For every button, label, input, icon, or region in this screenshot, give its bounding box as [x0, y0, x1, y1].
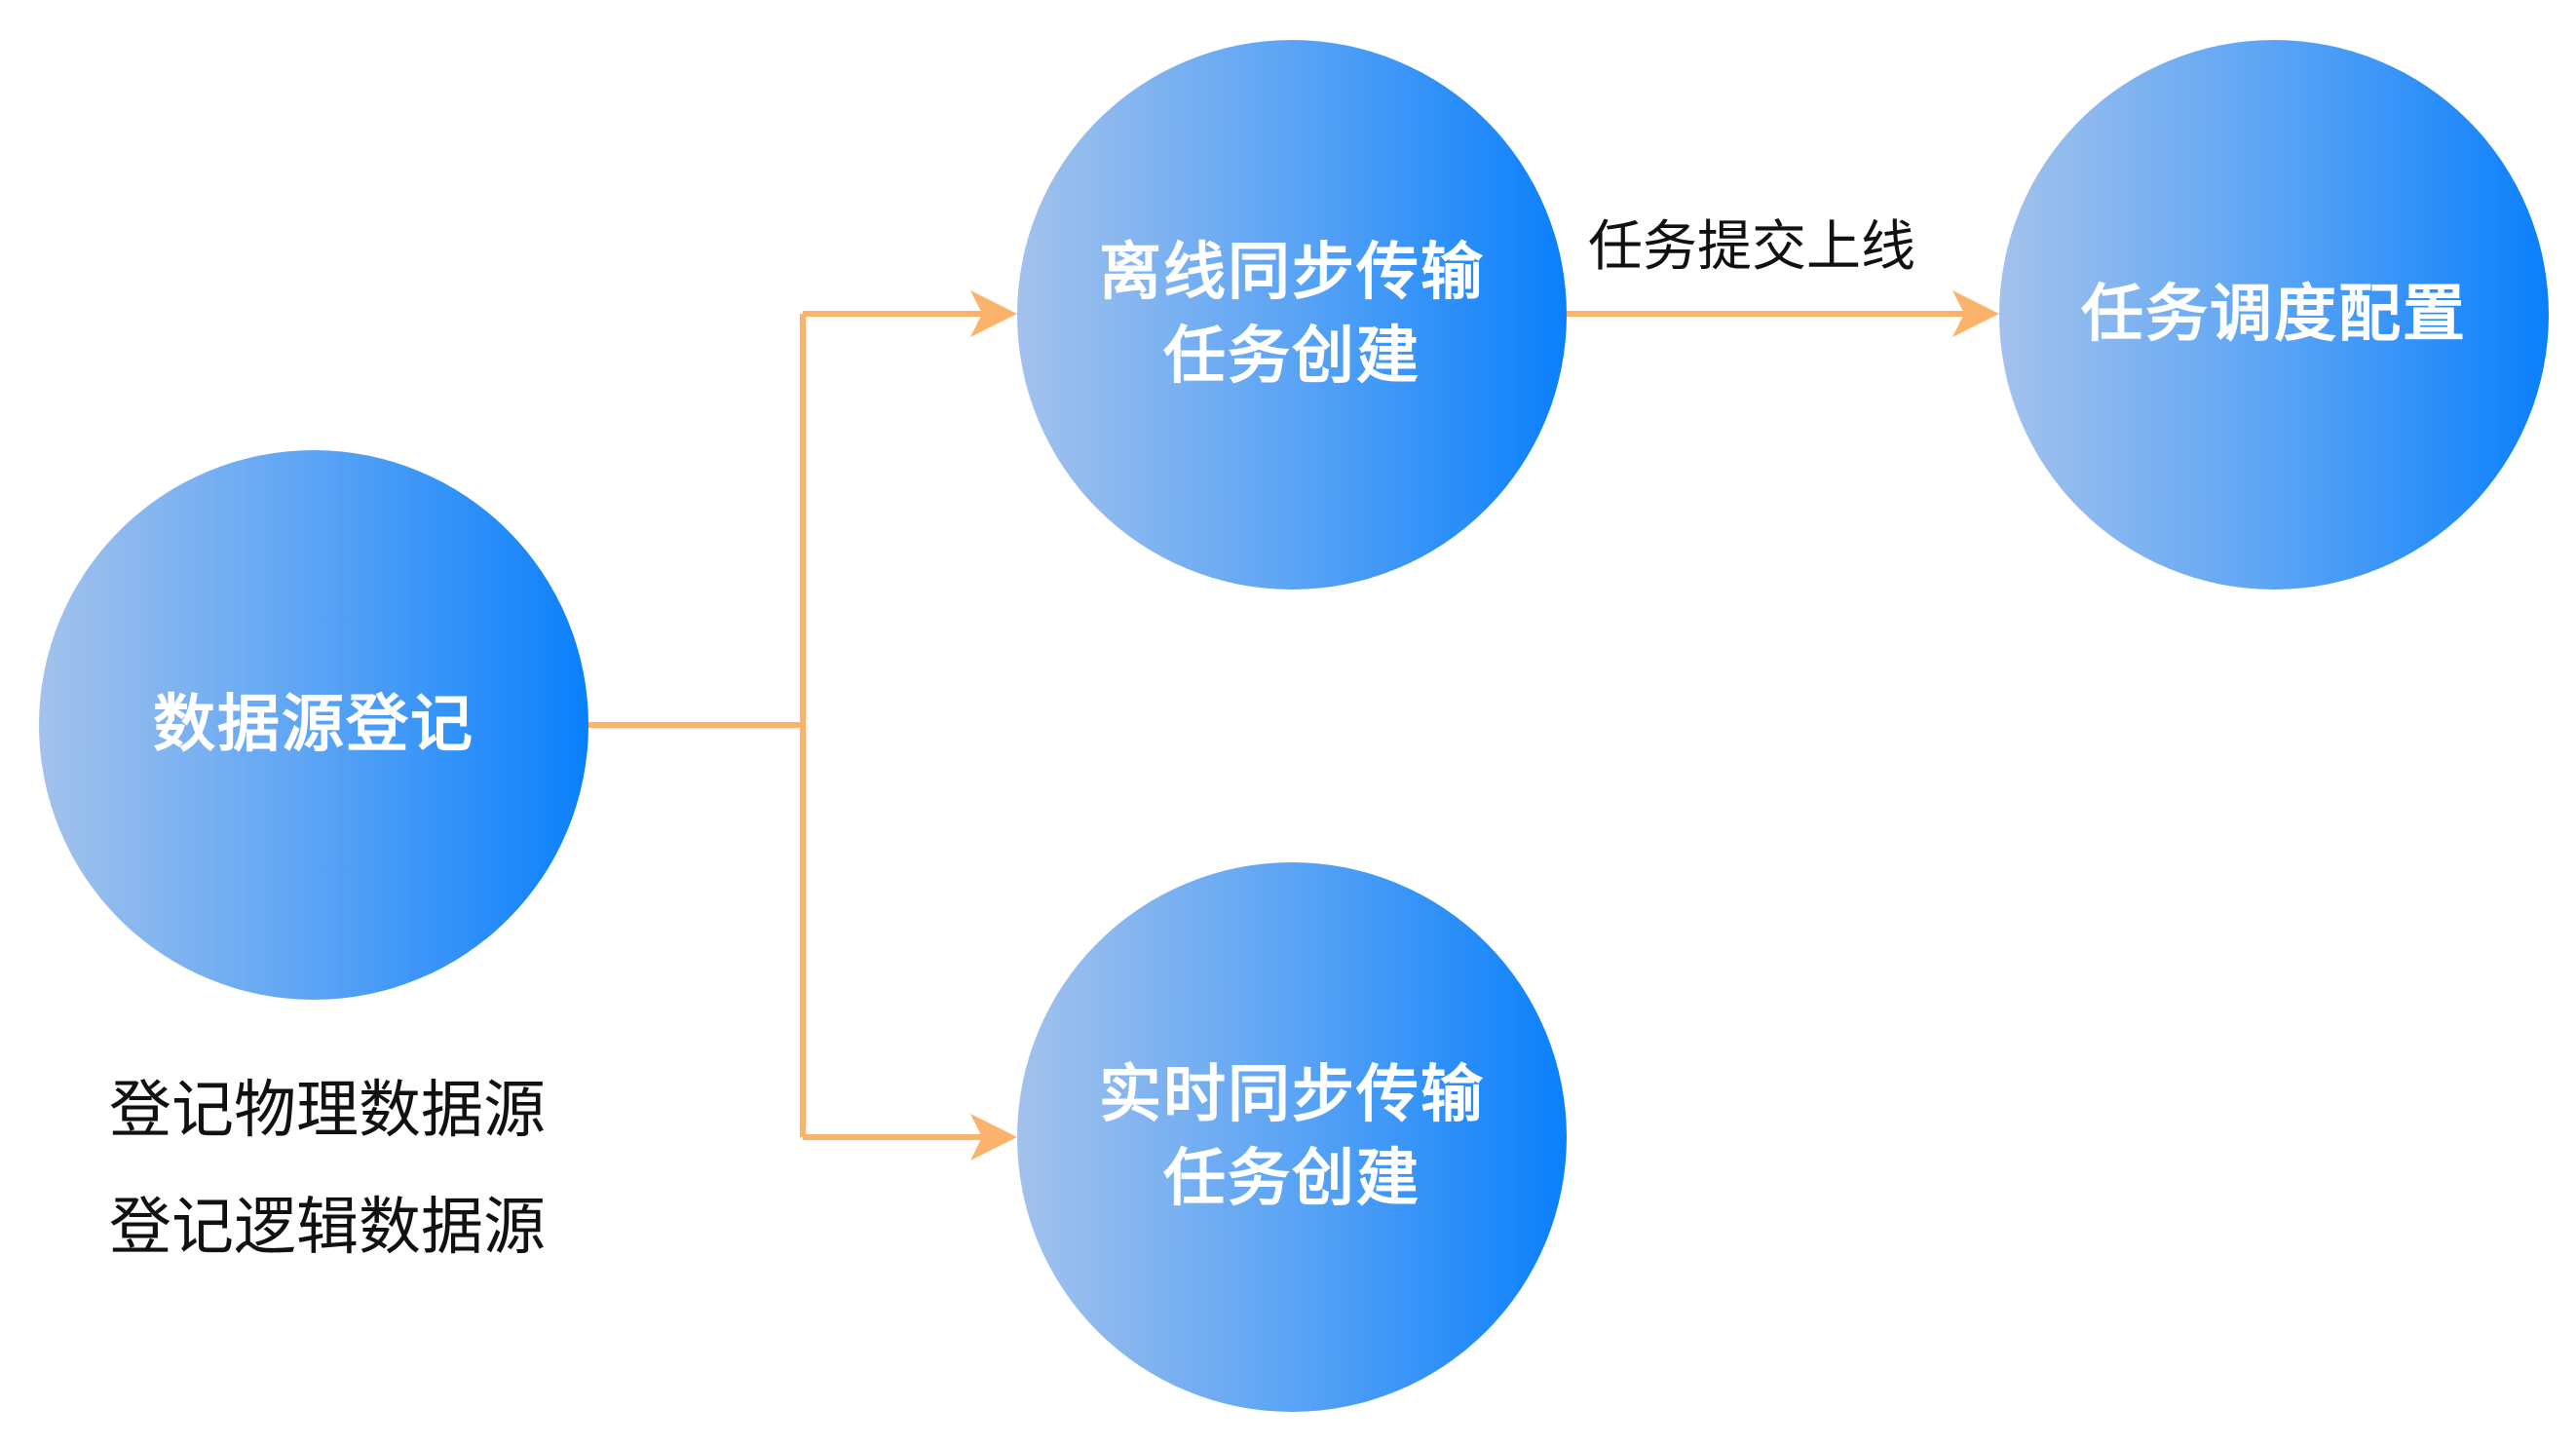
- node-label: 实时同步传输 任务创建: [1099, 1059, 1485, 1215]
- arrowhead-schedule: [1952, 290, 1999, 337]
- node-label: 任务调度配置: [2081, 279, 2467, 351]
- node-label: 数据源登记: [153, 689, 474, 761]
- note-item-logical: 登记逻辑数据源: [109, 1192, 546, 1264]
- registration-notes: 登记物理数据源 登记逻辑数据源: [109, 1052, 546, 1286]
- node-label: 离线同步传输 任务创建: [1099, 237, 1485, 393]
- arrowhead-offline: [970, 290, 1017, 337]
- arrowhead-realtime: [970, 1114, 1017, 1161]
- node-realtime-sync-task: 实时同步传输 任务创建: [1017, 862, 1567, 1412]
- edge-label-submit-online: 任务提交上线: [1588, 215, 1915, 279]
- node-task-schedule-config: 任务调度配置: [1999, 40, 2549, 590]
- node-offline-sync-task: 离线同步传输 任务创建: [1017, 40, 1567, 590]
- node-data-source-registration: 数据源登记: [39, 450, 588, 1000]
- note-item-physical: 登记物理数据源: [109, 1075, 546, 1147]
